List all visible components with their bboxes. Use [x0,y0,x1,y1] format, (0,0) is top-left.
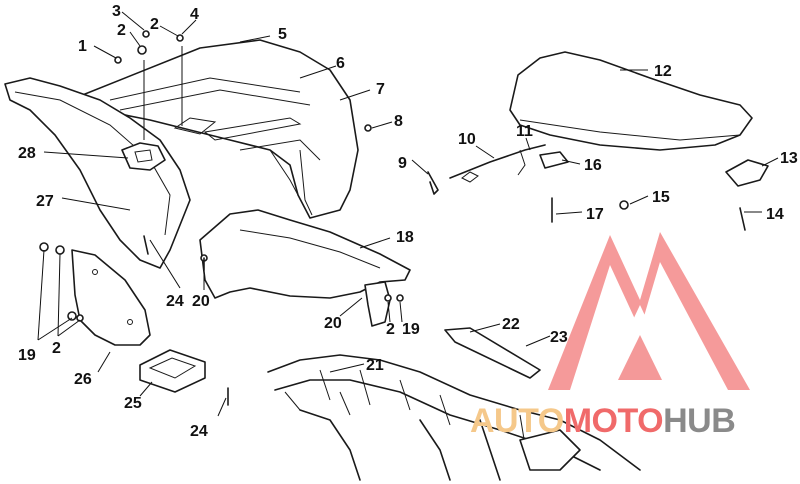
callout-21: 21 [366,357,384,374]
watermark-triangle-icon [548,232,750,390]
latch-assembly [121,142,166,171]
callout-1: 1 [78,38,87,55]
watermark-moto: MOTO [564,402,663,440]
fender-bracket [364,281,391,327]
atv-frame [267,354,641,481]
leader-lines [37,11,779,417]
callout-19b: 19 [402,321,420,338]
watermark-auto: AUTO [470,402,564,440]
fasteners [39,30,746,406]
footrest-bracket [139,349,206,393]
callout-10: 10 [458,131,476,148]
callout-24b: 24 [190,423,208,440]
callout-12: 12 [654,63,672,80]
callout-3: 3 [112,3,121,20]
callout-19a: 19 [18,347,36,364]
callout-22: 22 [502,316,520,333]
spring-clip [427,171,439,195]
svg-text:AUTOMOTOHUB: AUTOMOTOHUB [470,402,735,440]
callout-6: 6 [336,55,345,72]
callout-2a: 2 [117,22,126,39]
callout-24a: 24 [166,293,184,310]
watermark-logo [548,232,750,390]
callout-9: 9 [398,155,407,172]
callout-27: 27 [36,193,54,210]
callout-16: 16 [584,157,602,174]
seat [509,51,753,151]
left-fender-flap [4,77,191,269]
callout-23: 23 [550,329,568,346]
callout-labels: 1 2 3 2 4 5 6 7 8 9 10 11 12 13 14 15 16… [18,3,798,440]
rear-bracket-bar [444,327,541,379]
watermark-hub: HUB [663,402,735,440]
callout-7: 7 [376,81,385,98]
callout-2c: 2 [52,340,61,357]
callout-26: 26 [74,371,92,388]
callout-2b: 2 [150,16,159,33]
callout-13: 13 [780,150,798,167]
callout-20a: 20 [192,293,210,310]
callout-28: 28 [18,145,36,162]
callout-8: 8 [394,113,403,130]
callout-11: 11 [516,123,533,140]
callout-5: 5 [278,26,287,43]
callout-17: 17 [586,206,604,223]
callout-15: 15 [652,189,670,206]
rear-fender [74,39,359,219]
callout-18: 18 [396,229,414,246]
callout-20b: 20 [324,315,342,332]
callout-2d: 2 [386,321,395,338]
latch-cable [449,144,569,183]
seat-bracket [725,159,769,187]
callout-14: 14 [766,206,784,223]
mud-flap [71,249,151,346]
callout-25: 25 [124,395,142,412]
watermark-text: AUTOMOTOHUB [470,402,736,440]
callout-4: 4 [190,6,199,23]
